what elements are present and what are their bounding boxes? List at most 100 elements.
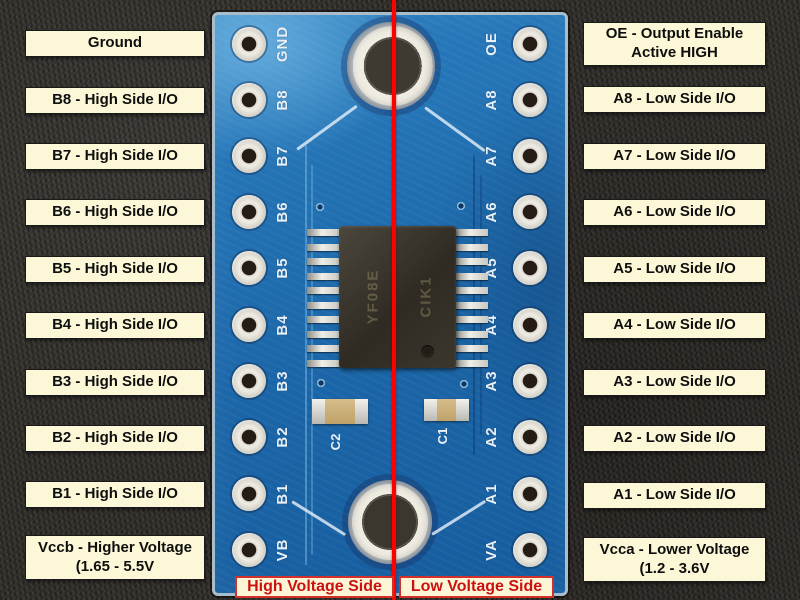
ic-lead — [455, 229, 488, 236]
annotation-label-ground: Ground — [25, 30, 205, 57]
ic-lead — [455, 359, 488, 367]
ic-lead — [307, 272, 340, 280]
capacitor-ref-label: C1 — [435, 427, 450, 445]
ic-lead — [307, 258, 340, 266]
annotation-label-vccb: Vccb - Higher Voltage (1.65 - 5.5V — [25, 535, 205, 580]
pin-pad-b2 — [232, 420, 266, 454]
annotation-label-oe: OE - Output Enable Active HIGH — [583, 22, 766, 66]
capacitor-terminal — [456, 399, 469, 421]
annotation-label-b8: B8 - High Side I/O — [25, 87, 205, 114]
annotation-label-vcca: Vcca - Lower Voltage (1.2 - 3.6V — [583, 537, 766, 582]
pin-pad-a3 — [513, 364, 547, 398]
pin-pad-a6 — [513, 195, 547, 229]
annotation-label-a6: A6 - Low Side I/O — [583, 199, 766, 226]
silkscreen-pin-label: A2 — [483, 426, 500, 448]
pin-pad-a1 — [513, 477, 547, 511]
annotation-label-b4: B4 - High Side I/O — [25, 312, 205, 339]
via — [315, 202, 325, 212]
ic-lead — [455, 287, 488, 295]
annotation-label-a7: A7 - Low Side I/O — [583, 143, 766, 170]
mounting-hole-bottom — [348, 480, 432, 564]
ic-lead — [307, 316, 340, 324]
ic-lead — [455, 301, 488, 309]
via — [456, 201, 466, 211]
pin-pad-va — [513, 533, 547, 567]
silkscreen-pin-label: A8 — [483, 89, 500, 111]
capacitor-c2 — [312, 399, 368, 424]
annotation-label-b1: B1 - High Side I/O — [25, 481, 205, 508]
ic-lead — [455, 243, 488, 251]
ic-pin1-dot — [421, 345, 434, 358]
ic-lead — [455, 258, 488, 266]
capacitor-terminal — [424, 399, 437, 421]
annotation-label-a4: A4 - Low Side I/O — [583, 312, 766, 339]
silkscreen-pin-label: B1 — [274, 483, 291, 505]
silkscreen-pin-label: B8 — [274, 89, 291, 111]
center-divider-line — [392, 0, 396, 600]
annotation-label-b3: B3 - High Side I/O — [25, 369, 205, 396]
silkscreen-pin-label: B5 — [274, 257, 291, 279]
ic-lead — [455, 316, 488, 324]
pcb-trace — [305, 145, 307, 565]
annotation-label-a2: A2 - Low Side I/O — [583, 425, 766, 452]
annotation-label-a1: A1 - Low Side I/O — [583, 482, 766, 509]
pin-pad-b1 — [232, 477, 266, 511]
pin-pad-a2 — [513, 420, 547, 454]
ic-marking: CIK1 — [417, 275, 435, 318]
capacitor-body — [437, 399, 456, 421]
pin-pad-b4 — [232, 308, 266, 342]
silkscreen-pin-label: GND — [274, 25, 291, 63]
ic-leads-left — [307, 229, 340, 367]
ic-lead — [307, 229, 340, 236]
via — [316, 378, 326, 388]
pin-pad-vb — [232, 533, 266, 567]
mounting-hole-top — [347, 22, 435, 110]
ic-lead — [307, 359, 340, 367]
annotation-label-b7: B7 - High Side I/O — [25, 143, 205, 170]
silkscreen-pin-label: B7 — [274, 145, 291, 167]
ic-lead — [307, 243, 340, 251]
pin-pad-oe — [513, 27, 547, 61]
pin-pad-gnd — [232, 27, 266, 61]
pin-pad-b7 — [232, 139, 266, 173]
ic-lead — [307, 330, 340, 338]
pin-pad-a7 — [513, 139, 547, 173]
capacitor-ref-label: C2 — [328, 433, 343, 451]
low-voltage-side-label: Low Voltage Side — [399, 576, 554, 598]
capacitor-c1 — [424, 399, 469, 421]
pin-pad-a5 — [513, 251, 547, 285]
annotation-label-a8: A8 - Low Side I/O — [583, 86, 766, 113]
pin-pad-a8 — [513, 83, 547, 117]
via — [459, 379, 469, 389]
silkscreen-pin-label: VB — [274, 538, 291, 562]
high-voltage-side-label: High Voltage Side — [235, 576, 394, 598]
silkscreen-pin-label: A1 — [483, 483, 500, 505]
capacitor-body — [325, 399, 355, 424]
silkscreen-pin-label: A7 — [483, 145, 500, 167]
silkscreen-pin-label: OE — [483, 32, 500, 56]
annotation-label-b6: B6 - High Side I/O — [25, 199, 205, 226]
silkscreen-pin-label: B4 — [274, 314, 291, 336]
annotation-label-a5: A5 - Low Side I/O — [583, 256, 766, 283]
silkscreen-pin-label: B6 — [274, 201, 291, 223]
ic-lead — [307, 345, 340, 353]
pin-pad-b3 — [232, 364, 266, 398]
silkscreen-pin-label: VA — [483, 539, 500, 561]
annotation-label-b2: B2 - High Side I/O — [25, 425, 205, 452]
pin-pad-b5 — [232, 251, 266, 285]
ic-lead — [455, 345, 488, 353]
capacitor-terminal — [355, 399, 368, 424]
ic-lead — [455, 330, 488, 338]
silkscreen-pin-label: B3 — [274, 370, 291, 392]
capacitor-terminal — [312, 399, 325, 424]
ic-lead — [307, 287, 340, 295]
ic-marking: YF08E — [364, 268, 382, 325]
pin-pad-a4 — [513, 308, 547, 342]
ic-lead — [455, 272, 488, 280]
pin-pad-b8 — [232, 83, 266, 117]
ic-chip: YF08E CIK1 — [339, 226, 456, 368]
annotation-label-b5: B5 - High Side I/O — [25, 256, 205, 283]
ic-leads-right — [455, 229, 488, 367]
pin-pad-b6 — [232, 195, 266, 229]
